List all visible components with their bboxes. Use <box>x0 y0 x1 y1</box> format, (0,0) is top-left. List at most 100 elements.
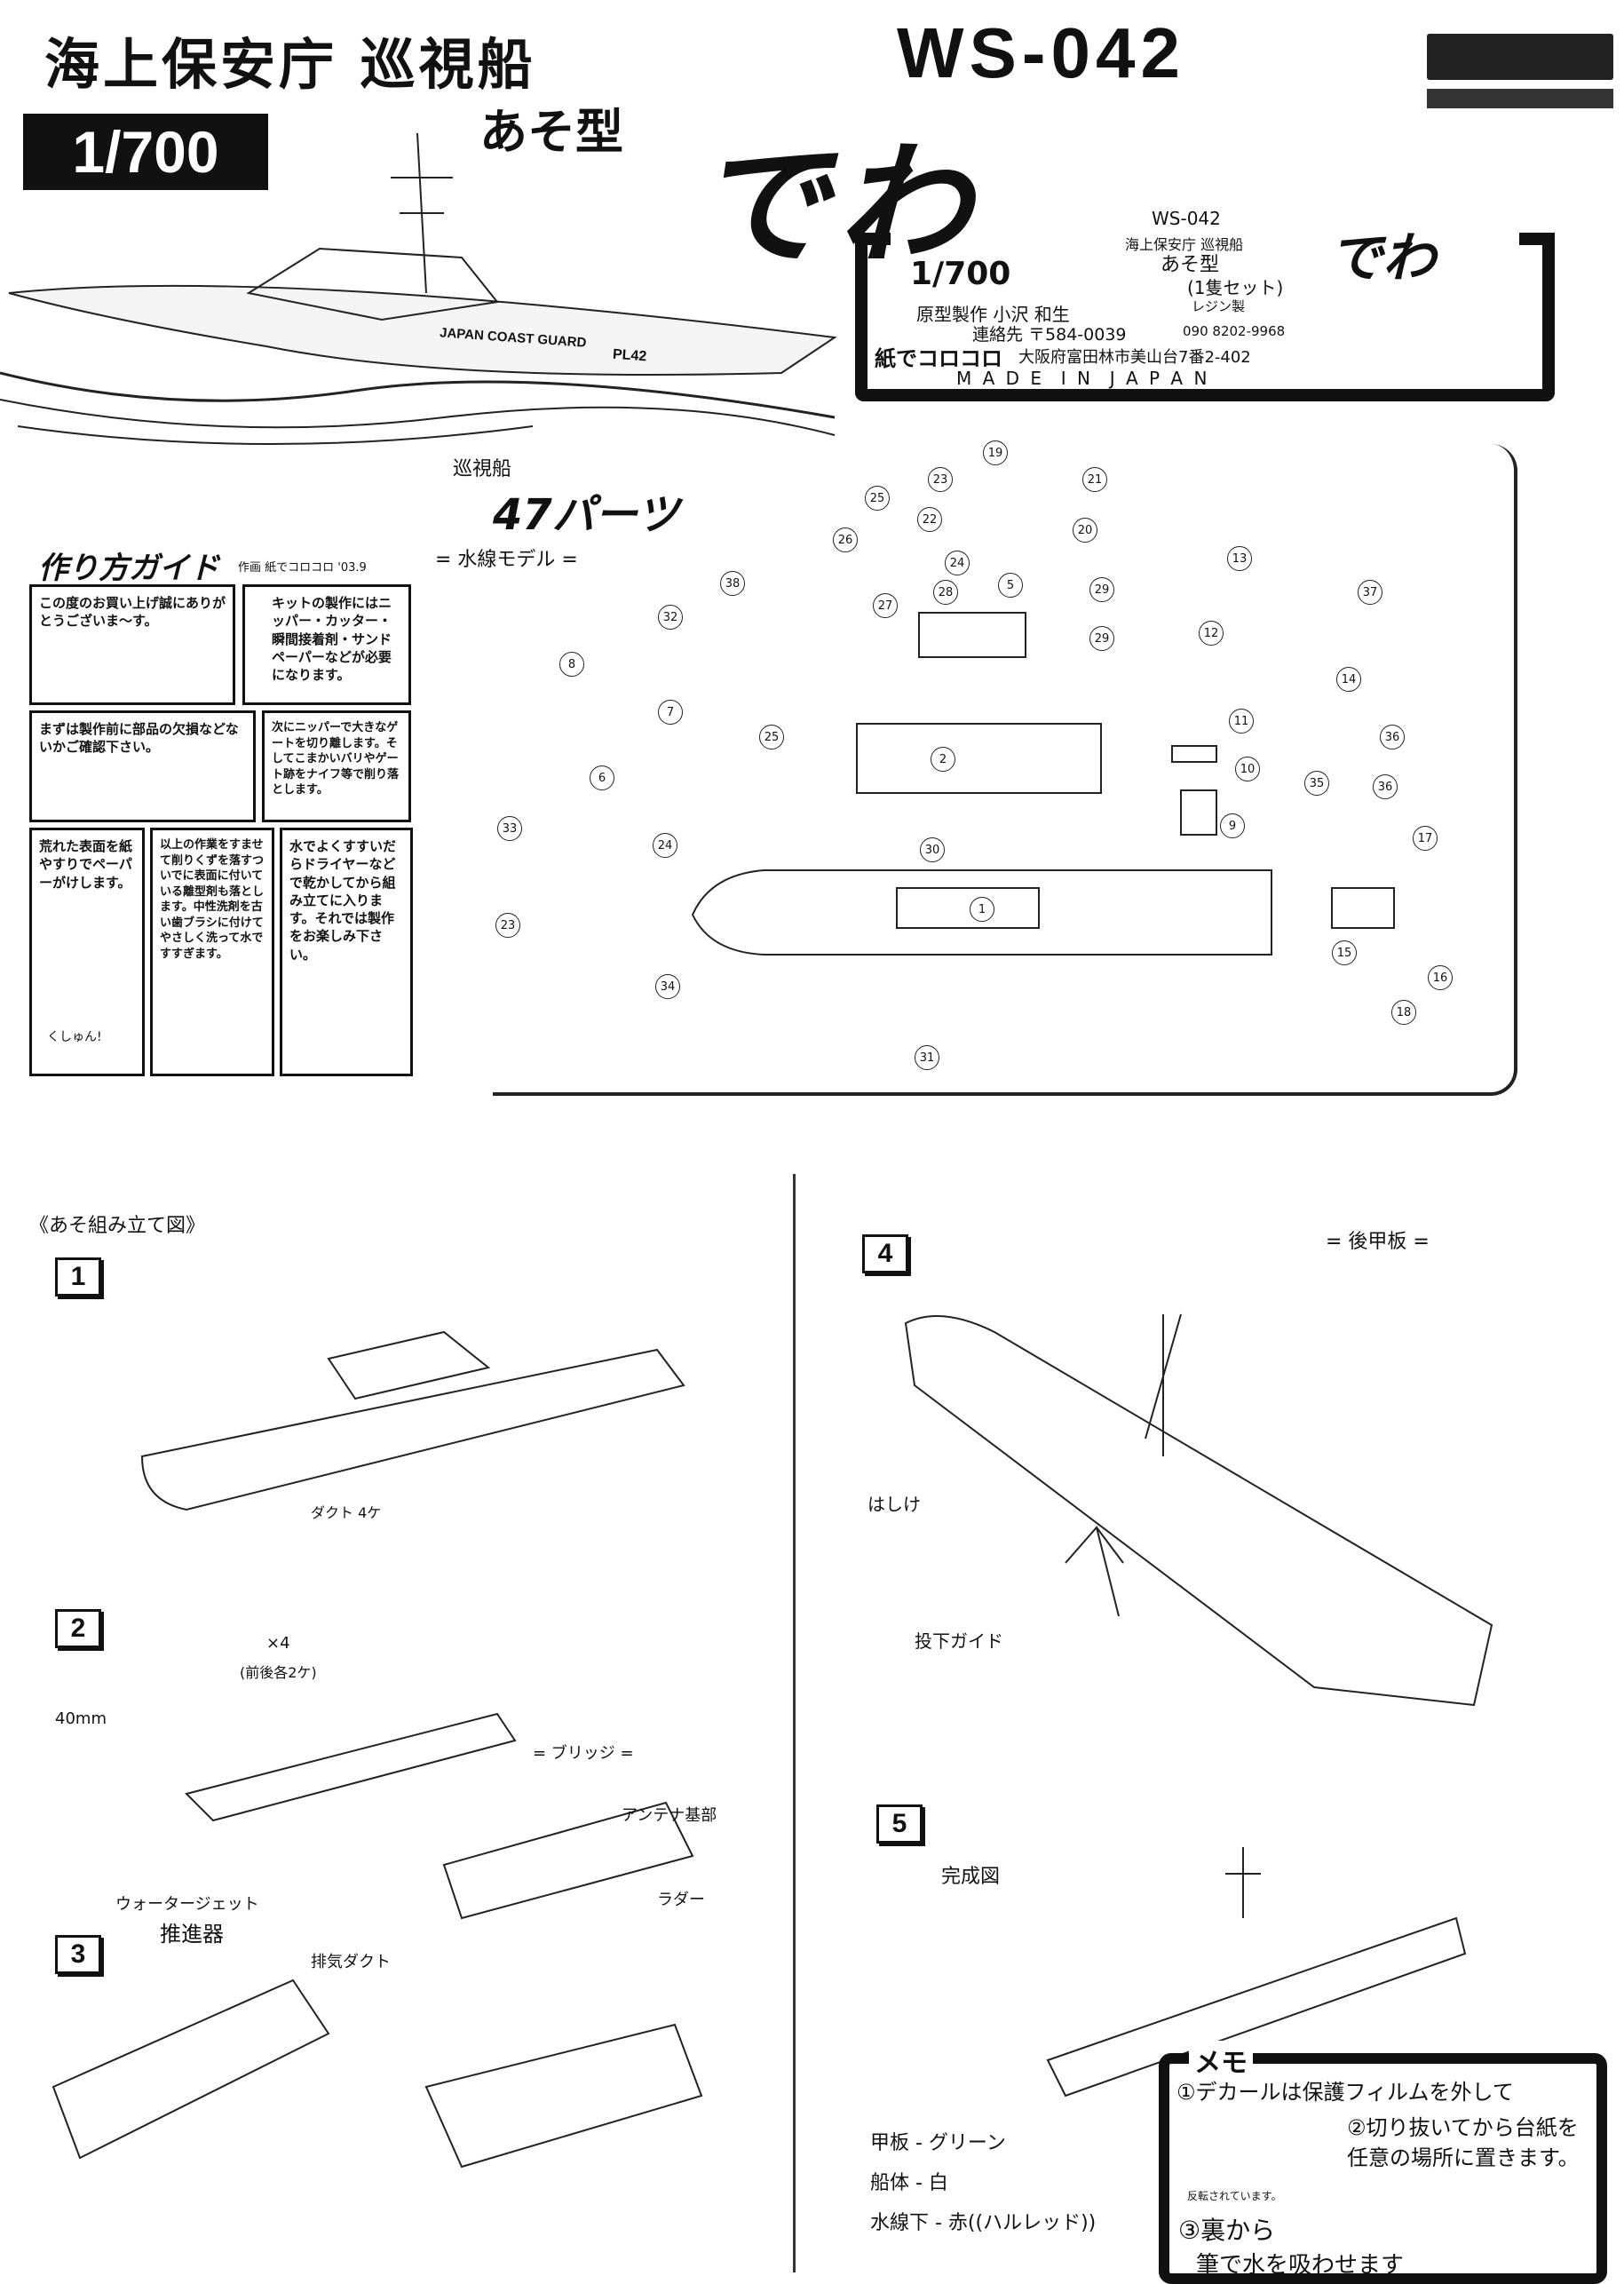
part-number: 34 <box>655 974 680 999</box>
step1-superstructure <box>327 1330 491 1400</box>
part-number: 25 <box>759 725 784 749</box>
part-number: 12 <box>1199 621 1224 646</box>
comic-panel-1: この度のお買い上げ誠にありがとうございま〜す。 <box>29 584 235 705</box>
guide-credit: 作画 紙でコロコロ '03.9 <box>238 561 367 575</box>
assembly-guide-comic: 作り方ガイド 作画 紙でコロコロ '03.9 この度のお買い上げ誠にありがとうご… <box>29 543 413 1080</box>
label-origin: M A D E I N J A P A N <box>956 368 1210 389</box>
part-number: 13 <box>1227 546 1252 571</box>
part-number: 36 <box>1380 725 1405 749</box>
scale-badge: 1/700 <box>23 114 268 190</box>
comic-panel-6: 以上の作業をすませて削りくずを落すついでに表面に付いている離型剤も落とします。中… <box>150 828 274 1076</box>
part-number: 1 <box>970 897 994 922</box>
note-complete: 完成図 <box>941 1866 1001 1888</box>
part-number: 35 <box>1304 771 1329 796</box>
parts-subtitle: = 水線モデル = <box>435 549 578 571</box>
part-number: 17 <box>1413 826 1438 851</box>
memo-step-2a: ②切り抜いてから台紙を <box>1347 2115 1579 2140</box>
note-waterjet: ウォータージェット <box>115 1895 259 1914</box>
step-4-badge: 4 <box>862 1234 908 1273</box>
part-number: 24 <box>945 551 970 575</box>
part-number: 7 <box>658 700 683 725</box>
part-number: 30 <box>920 837 945 862</box>
part-number: 23 <box>928 467 953 492</box>
comic-sfx: くしゅん! <box>47 1030 102 1044</box>
part-number: 21 <box>1082 467 1107 492</box>
part-number: 14 <box>1336 667 1361 692</box>
parts-count: 47パーツ <box>493 490 679 540</box>
label-address: 大阪府富田林市美山台7番2-402 <box>1018 348 1251 367</box>
part-bridge <box>918 612 1026 658</box>
step-5-badge: 5 <box>876 1804 923 1844</box>
part-number: 25 <box>865 486 890 511</box>
comic-panel-3: まずは製作前に部品の欠損などないかご確認下さい。 <box>29 710 256 822</box>
parts-drawings <box>691 612 1395 956</box>
kit-number: WS-042 <box>897 13 1185 92</box>
part-number: 15 <box>1332 940 1357 965</box>
color-bar-bottom <box>1427 89 1613 108</box>
part-hull-opening <box>896 887 1040 929</box>
note-length: 40mm <box>55 1709 107 1728</box>
ship-name: でわ <box>695 129 980 283</box>
comic-panel-5: 荒れた表面を紙やすりでペーパーがけします。 <box>29 828 145 1076</box>
part-number: 22 <box>917 507 942 532</box>
step4-hull <box>904 1315 1493 1707</box>
part-number: 8 <box>559 652 584 677</box>
memo-step-1: ①デカールは保護フィルムを外して <box>1176 2080 1514 2105</box>
parts-heading: 巡視船 <box>453 458 512 480</box>
part-number: 9 <box>1220 813 1245 838</box>
label-class: あそ型 <box>1161 254 1220 276</box>
label-material: レジン製 <box>1192 298 1246 314</box>
part-number: 20 <box>1073 518 1097 543</box>
section-divider <box>793 1174 796 2272</box>
hull-number: PL42 <box>612 346 647 365</box>
label-ship-name: でわ <box>1329 227 1436 289</box>
part-number: 26 <box>833 527 858 552</box>
part-superstructure <box>856 723 1102 794</box>
step5-complete <box>1046 1916 1467 2098</box>
memo-step-2b: 任意の場所に置きます。 <box>1347 2145 1580 2170</box>
note-aft-deck: = 後甲板 = <box>1326 1231 1430 1253</box>
step-3-badge: 3 <box>55 1935 101 1974</box>
part-hull <box>691 869 1272 956</box>
label-designer: 原型製作 小沢 和生 <box>916 304 1070 325</box>
label-contact: 連絡先 〒584-0039 <box>972 325 1127 345</box>
note-x4: ×4 <box>266 1634 290 1653</box>
part-number: 28 <box>933 580 958 605</box>
step1-hull <box>140 1348 685 1511</box>
part-aft <box>1331 887 1395 929</box>
comic-panel-4: 次にニッパーで大きなゲートを切り離します。そしてこまかいバリやゲート跡をナイフ等… <box>262 710 411 822</box>
part-number: 29 <box>1089 626 1114 651</box>
memo-step-3b: 筆で水を吸わせます <box>1196 2252 1405 2279</box>
assembly-title: 《あそ組み立て図》 <box>29 1215 206 1237</box>
part-number: 6 <box>590 765 614 790</box>
part-number: 5 <box>998 573 1023 598</box>
parts-layout-frame <box>493 444 1517 1096</box>
part-number: 10 <box>1235 757 1260 781</box>
label-kit-number: WS-042 <box>1152 208 1221 229</box>
step2-bridge <box>442 1801 694 1920</box>
part-number: 11 <box>1229 709 1254 734</box>
label-scale: 1/700 <box>910 256 1011 292</box>
part-number: 16 <box>1428 965 1453 990</box>
note-antenna: アンテナ基部 <box>622 1806 717 1825</box>
step3-stern <box>424 2023 703 2169</box>
step4-arrow <box>1065 1525 1124 1617</box>
note-barge: はしけ <box>867 1494 921 1515</box>
agency-title: 海上保安庁 巡視船 <box>44 32 536 97</box>
paint-hull: 船体 - 白 <box>870 2172 948 2194</box>
product-label: WS-042 海上保安庁 巡視船 でわ あそ型 1/700 (1隻セット) レジ… <box>855 208 1555 401</box>
part-guide <box>1180 789 1217 836</box>
label-set: (1隻セット) <box>1187 277 1284 298</box>
part-number: 36 <box>1373 774 1398 799</box>
part-number: 29 <box>1089 577 1114 602</box>
comic-panel-7: 水でよくすすいだらドライヤーなどで乾かしてから組み立てに入ります。それでは製作を… <box>280 828 413 1076</box>
memo-reversed-note: 反転されています。 <box>1187 2190 1282 2202</box>
part-number: 18 <box>1391 1000 1416 1025</box>
paint-deck: 甲板 - グリーン <box>870 2132 1006 2154</box>
part-number: 38 <box>720 571 745 596</box>
part-number: 23 <box>495 913 520 938</box>
note-rudder: ラダー <box>657 1891 705 1909</box>
step-2-badge: 2 <box>55 1609 101 1648</box>
color-bar-top <box>1427 34 1613 80</box>
ship-class: あそ型 <box>479 104 623 160</box>
